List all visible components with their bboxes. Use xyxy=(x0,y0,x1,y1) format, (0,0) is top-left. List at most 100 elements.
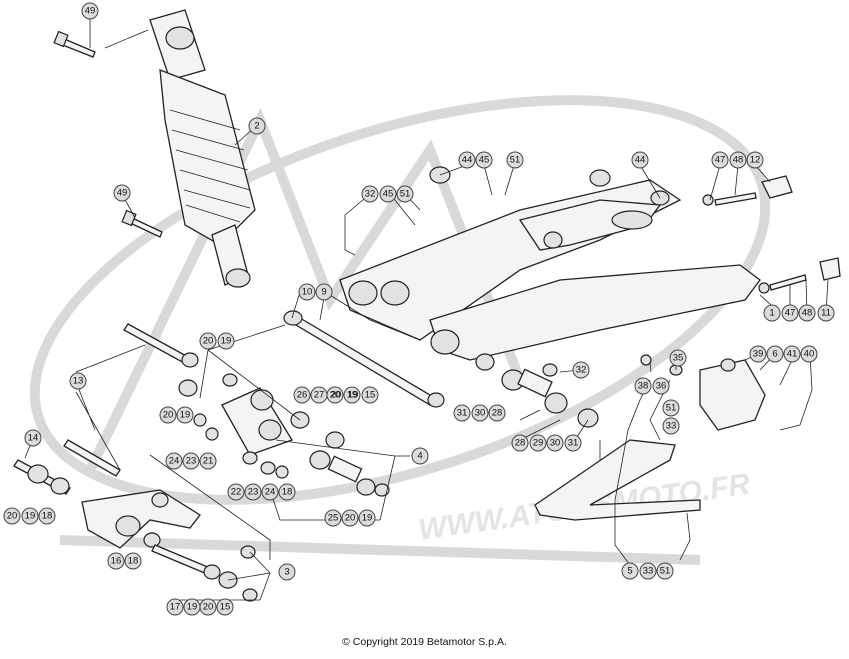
chain-slider xyxy=(534,354,766,521)
svg-text:9: 9 xyxy=(321,287,326,298)
svg-text:51: 51 xyxy=(666,403,677,414)
callout: 51 xyxy=(662,399,680,417)
svg-text:49: 49 xyxy=(85,6,96,17)
callout: 28 xyxy=(511,434,529,452)
svg-text:2: 2 xyxy=(254,121,259,132)
callout: 1 xyxy=(763,304,781,322)
svg-text:38: 38 xyxy=(638,381,649,392)
svg-text:27: 27 xyxy=(314,390,325,401)
callout: 32 xyxy=(361,185,379,203)
svg-text:47: 47 xyxy=(715,155,726,166)
svg-text:47: 47 xyxy=(785,308,796,319)
callout: 15 xyxy=(216,598,234,616)
callout: 17 xyxy=(166,598,184,616)
callout: 30 xyxy=(471,404,489,422)
callout: 4 xyxy=(411,447,429,465)
svg-text:33: 33 xyxy=(666,421,677,432)
callout: 20 xyxy=(341,509,359,527)
svg-text:20: 20 xyxy=(203,602,214,613)
callout: 51 xyxy=(656,562,674,580)
callout: 33 xyxy=(639,562,657,580)
callout: 18 xyxy=(38,507,56,525)
svg-text:4: 4 xyxy=(417,451,422,462)
svg-text:51: 51 xyxy=(660,566,671,577)
callout: 12 xyxy=(746,151,764,169)
svg-text:28: 28 xyxy=(515,438,526,449)
svg-text:51: 51 xyxy=(510,155,521,166)
callout: 28 xyxy=(488,404,506,422)
callout: 44 xyxy=(458,151,476,169)
svg-text:44: 44 xyxy=(635,155,646,166)
callout: 19 xyxy=(343,386,361,404)
svg-text:25: 25 xyxy=(328,513,339,524)
svg-text:40: 40 xyxy=(804,349,815,360)
callout: 19 xyxy=(21,507,39,525)
callout: 32 xyxy=(572,361,590,379)
pivot-bushings xyxy=(475,353,599,428)
svg-text:19: 19 xyxy=(187,602,198,613)
svg-text:20: 20 xyxy=(203,336,214,347)
callout: 31 xyxy=(564,434,582,452)
callout: 26 xyxy=(293,386,311,404)
callout: 22 xyxy=(227,483,245,501)
callout: 31 xyxy=(453,404,471,422)
callout: 3 xyxy=(278,563,296,581)
callout: 6 xyxy=(766,345,784,363)
callout: 36 xyxy=(652,377,670,395)
svg-text:23: 23 xyxy=(248,487,259,498)
svg-text:48: 48 xyxy=(733,155,744,166)
callout: 10 xyxy=(298,283,316,301)
lower-linkage xyxy=(13,439,258,602)
svg-text:29: 29 xyxy=(533,438,544,449)
svg-text:23: 23 xyxy=(186,456,197,467)
svg-text:3: 3 xyxy=(284,567,289,578)
callout: 16 xyxy=(107,552,125,570)
svg-text:48: 48 xyxy=(802,308,813,319)
svg-text:19: 19 xyxy=(25,511,36,522)
callout: 19 xyxy=(183,598,201,616)
svg-text:41: 41 xyxy=(787,349,798,360)
svg-text:30: 30 xyxy=(550,438,561,449)
svg-text:20: 20 xyxy=(163,410,174,421)
svg-text:45: 45 xyxy=(479,155,490,166)
svg-text:31: 31 xyxy=(457,408,468,419)
callout: 19 xyxy=(348,390,359,401)
svg-text:32: 32 xyxy=(365,189,376,200)
svg-text:33: 33 xyxy=(643,566,654,577)
svg-text:18: 18 xyxy=(128,556,139,567)
callout: 51 xyxy=(506,151,524,169)
shock-absorber xyxy=(149,9,256,288)
callout: 33 xyxy=(662,417,680,435)
callout: 23 xyxy=(182,452,200,470)
svg-text:35: 35 xyxy=(673,353,684,364)
callout: 24 xyxy=(165,452,183,470)
callout: 25 xyxy=(324,509,342,527)
callout: 23 xyxy=(244,483,262,501)
svg-text:36: 36 xyxy=(656,381,667,392)
svg-text:5: 5 xyxy=(627,566,632,577)
svg-text:19: 19 xyxy=(348,390,359,401)
svg-text:51: 51 xyxy=(400,189,411,200)
pivot-shaft xyxy=(283,310,445,408)
callout: 24 xyxy=(261,483,279,501)
svg-text:6: 6 xyxy=(772,349,777,360)
svg-text:14: 14 xyxy=(28,433,39,444)
adjuster-parts xyxy=(429,166,841,294)
leader-lines xyxy=(24,12,829,601)
linkage-parts xyxy=(123,323,390,497)
svg-text:20: 20 xyxy=(345,513,356,524)
callout: 21 xyxy=(199,452,217,470)
svg-text:32: 32 xyxy=(576,365,587,376)
callout: 48 xyxy=(729,151,747,169)
svg-text:12: 12 xyxy=(750,155,761,166)
svg-text:45: 45 xyxy=(383,189,394,200)
callout: 47 xyxy=(781,304,799,322)
callout: 20 xyxy=(331,390,342,401)
callout: 49 xyxy=(113,184,131,202)
svg-text:20: 20 xyxy=(330,390,341,401)
callout: 40 xyxy=(800,345,818,363)
callout: 27 xyxy=(310,386,328,404)
callout: 2 xyxy=(248,117,266,135)
copyright-notice: © Copyright 2019 Betamotor S.p.A. xyxy=(342,636,507,648)
svg-text:19: 19 xyxy=(221,336,232,347)
